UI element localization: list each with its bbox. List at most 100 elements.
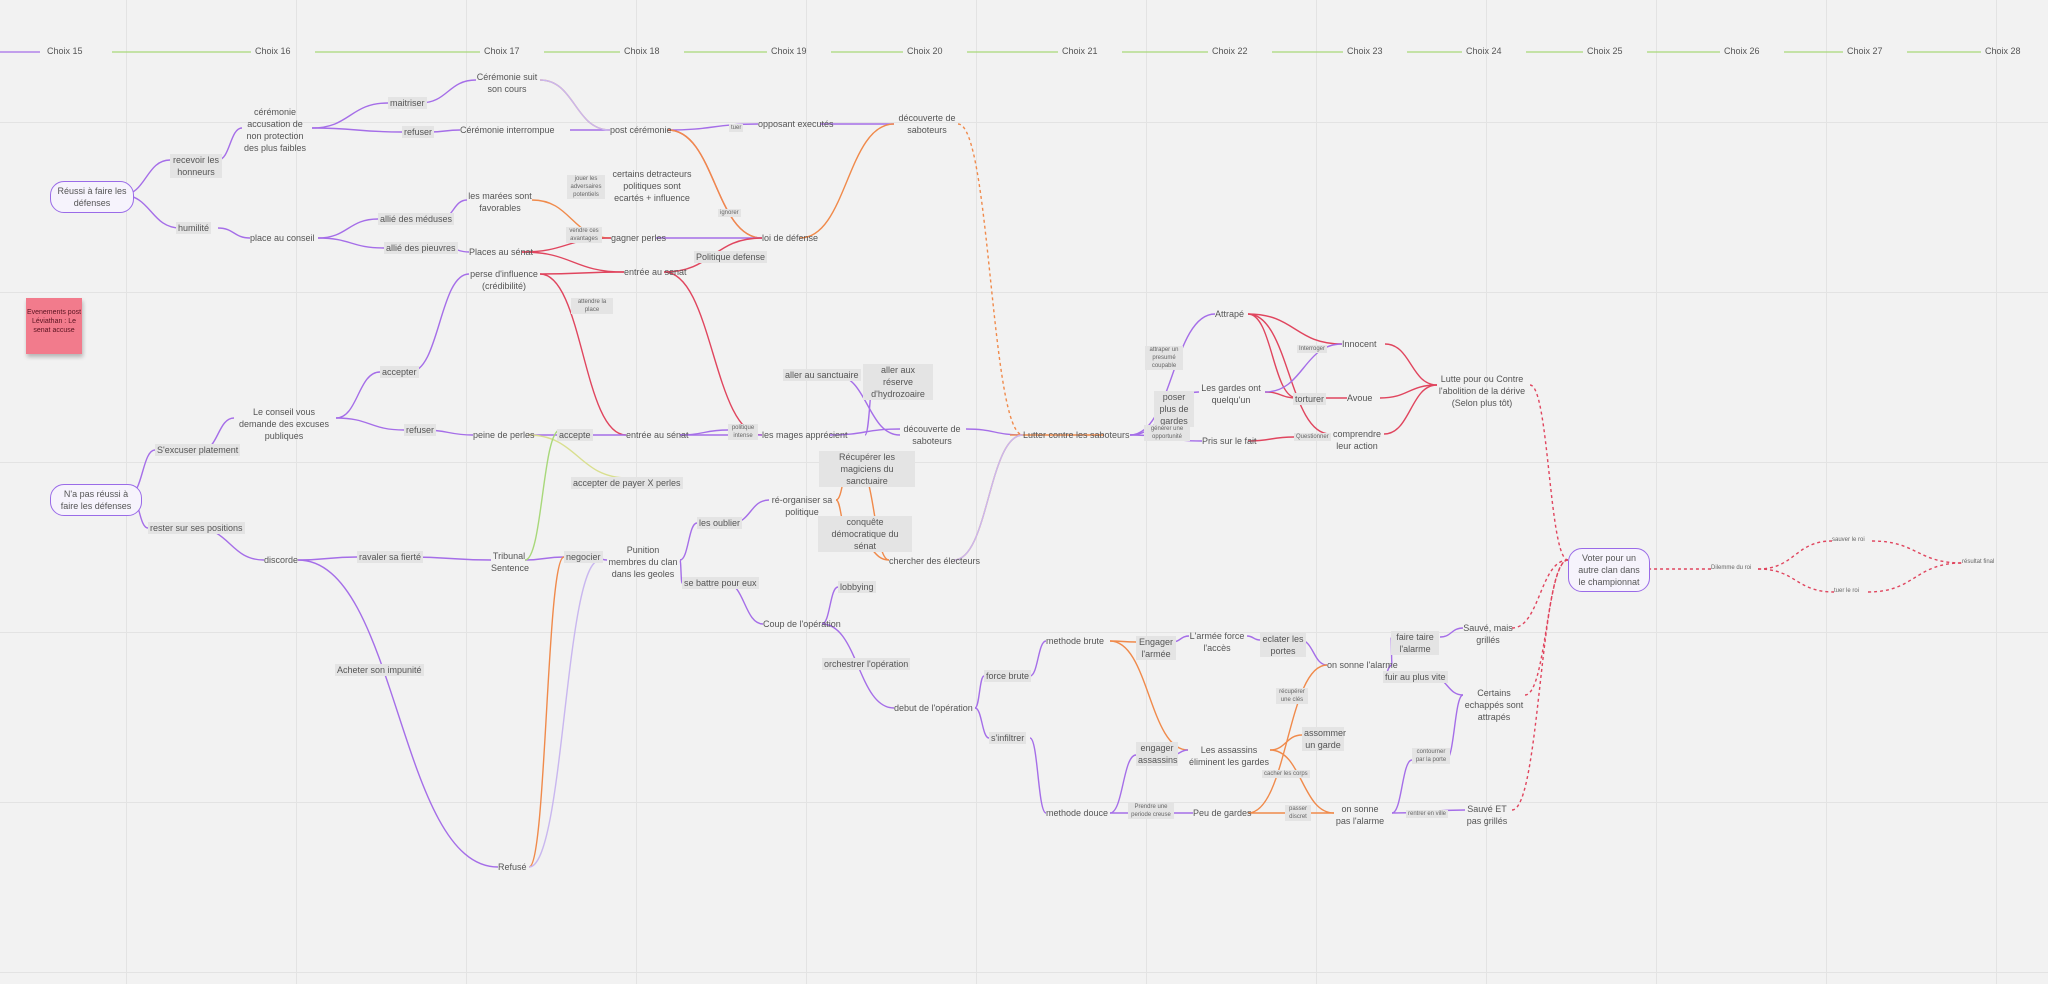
node-politique-intense[interactable]: politique intense <box>728 424 758 440</box>
node-ceremonie-acc[interactable]: cérémonie accusation de non protection d… <box>243 107 307 153</box>
node-loi-defense[interactable]: loi de défense <box>762 233 819 243</box>
node-mages-apprecient[interactable]: les mages apprécient <box>762 430 848 440</box>
node-debut-operation[interactable]: debut de l'opération <box>894 703 973 713</box>
node-aller-reserve[interactable]: aller aux réserve d'hydrozoaire <box>863 364 933 400</box>
node-place-conseil[interactable]: place au conseil <box>250 233 315 243</box>
node-fuir[interactable]: fuir au plus vite <box>1383 671 1448 683</box>
node-interroger[interactable]: Interroger <box>1297 345 1328 353</box>
node-eclater-portes[interactable]: eclater les portes <box>1260 633 1306 657</box>
node-attrape[interactable]: Attrapé <box>1215 309 1245 319</box>
node-discorde[interactable]: discorde <box>264 555 299 565</box>
node-allie-pieuvres[interactable]: allié des pieuvres <box>384 242 458 254</box>
node-cacher-corps[interactable]: cacher les corps <box>1262 770 1310 778</box>
node-lutter[interactable]: Lutter contre les saboteurs <box>1023 430 1130 440</box>
node-maitriser[interactable]: maitriser <box>388 97 427 109</box>
node-opposant-exec[interactable]: opposant executés <box>758 119 834 129</box>
node-ceremonie-suit[interactable]: Cérémonie suit son cours <box>476 72 538 94</box>
node-dilemme[interactable]: Dilemme du roi <box>1711 565 1752 571</box>
node-rester[interactable]: rester sur ses positions <box>148 522 245 534</box>
node-avoue[interactable]: Avoue <box>1347 393 1373 403</box>
node-attraper-presume[interactable]: attraper un presumé coupable <box>1145 346 1183 370</box>
node-torturer[interactable]: torturer <box>1293 393 1327 405</box>
node-allie-meduses[interactable]: allié des méduses <box>378 213 455 225</box>
sticky-note[interactable]: Evenements post Léviathan : Le senat acc… <box>26 298 82 354</box>
node-decouverte-sab1[interactable]: découverte de saboteurs <box>898 113 956 135</box>
node-sinfiltrer[interactable]: s'infiltrer <box>989 732 1027 744</box>
node-echec[interactable]: N'a pas réussi à faire les défenses <box>50 484 142 516</box>
node-refuse[interactable]: Refusé <box>498 862 527 872</box>
node-perse-influence[interactable]: perse d'influence (crédibilité) <box>470 269 538 291</box>
node-certains-echappes[interactable]: Certains echappés sont attrapés <box>1464 688 1524 722</box>
node-on-sonne[interactable]: on sonne l'alarme <box>1327 660 1398 670</box>
node-on-sonne-pas[interactable]: on sonne pas l'alarme <box>1335 804 1385 826</box>
node-tuer[interactable]: tuer <box>729 124 744 132</box>
node-contourner[interactable]: contourner par la porte <box>1412 748 1450 764</box>
node-entree-senat1[interactable]: entrée au senat <box>624 267 687 277</box>
node-refuser2[interactable]: refuser <box>404 424 437 436</box>
node-recuperer-cles[interactable]: récupérer une clés <box>1276 688 1308 704</box>
node-lobbying[interactable]: lobbying <box>838 581 876 593</box>
node-chercher-elect[interactable]: chercher des électeurs <box>889 556 981 566</box>
node-recevoir[interactable]: recevoir les honneurs <box>170 154 222 178</box>
node-conquete[interactable]: conquête démocratique du sénat <box>818 516 912 552</box>
node-methode-brute[interactable]: methode brute <box>1046 636 1105 646</box>
node-prendre-periode[interactable]: Prendre une periode creuse <box>1128 803 1174 819</box>
node-punition[interactable]: Punition membres du clan dans les geoles <box>608 545 678 579</box>
node-sauve-pas[interactable]: Sauvé ET pas grillés <box>1466 804 1508 826</box>
node-accepter-payer[interactable]: accepter de payer X perles <box>571 477 683 489</box>
node-peu-gardes[interactable]: Peu de gardes <box>1193 808 1252 818</box>
node-tribunal[interactable]: Tribunal Sentence <box>491 551 530 573</box>
node-reorganiser[interactable]: ré-organiser sa politique <box>771 495 833 517</box>
node-assassins-elim[interactable]: Les assassins éliminent les gardes <box>1188 745 1270 767</box>
node-post-ceremonie[interactable]: post cérémonie <box>610 125 672 135</box>
node-engager-assassins[interactable]: engager assassins <box>1136 742 1178 766</box>
node-politique-defense[interactable]: Politique defense <box>694 251 768 263</box>
node-jouer-adv[interactable]: jouer les adversaires potentiels <box>567 175 605 199</box>
node-certains-detr[interactable]: certains detracteurs politiques sont eca… <box>612 169 692 203</box>
node-excuser[interactable]: S'excuser platement <box>155 444 241 456</box>
node-ravaler[interactable]: ravaler sa fierté <box>357 551 424 563</box>
node-se-battre[interactable]: se battre pour eux <box>682 577 759 589</box>
node-entree-senat2[interactable]: entrée au sénat <box>626 430 689 440</box>
node-engager-armee[interactable]: Engager l'armée <box>1136 636 1176 660</box>
node-reussi[interactable]: Réussi à faire les défenses <box>50 181 134 213</box>
node-attendre-place[interactable]: attendre la place <box>571 298 613 314</box>
node-decouverte-sab2[interactable]: découverte de saboteurs <box>903 424 961 446</box>
node-gardes-ont[interactable]: Les gardes ont quelqu'un <box>1201 383 1261 405</box>
node-assommer[interactable]: assommer un garde <box>1302 727 1347 751</box>
node-pris-fait[interactable]: Pris sur le fait <box>1202 436 1257 446</box>
node-ignorer[interactable]: ignorer <box>718 209 741 217</box>
node-resultat[interactable]: résultat final <box>1962 559 1995 565</box>
node-coup-operation[interactable]: Coup de l'opération <box>763 619 841 629</box>
node-places-senat[interactable]: Places au sénat <box>469 247 534 257</box>
node-generer-opport[interactable]: générer une opportunité <box>1144 425 1190 441</box>
node-sauve-grilles[interactable]: Sauvé, mais grillés <box>1463 623 1513 645</box>
node-questionner[interactable]: Questionner <box>1294 433 1331 441</box>
node-vendre-avantages[interactable]: vendre ces avantages <box>566 227 602 243</box>
node-tuer-roi[interactable]: tuer le roi <box>1834 588 1860 594</box>
node-sauver-roi[interactable]: sauver le roi <box>1832 537 1865 543</box>
node-armee-force[interactable]: L'armée force l'accès <box>1189 631 1245 653</box>
node-humilite[interactable]: humilité <box>176 222 212 234</box>
node-accepte[interactable]: accepte <box>557 429 593 441</box>
node-poser-gardes[interactable]: poser plus de gardes <box>1154 391 1194 427</box>
node-rentrer-ville[interactable]: rentrer en ville <box>1406 810 1449 818</box>
node-recuperer-mag[interactable]: Récupérer les magiciens du sanctuaire <box>819 451 915 487</box>
node-negocier[interactable]: negocier <box>564 551 603 563</box>
node-conseil-demande[interactable]: Le conseil vous demande des excuses publ… <box>238 407 330 441</box>
node-peine-perles[interactable]: peine de perles <box>473 430 535 440</box>
node-passer-discret[interactable]: passer discret <box>1285 805 1311 821</box>
node-orchestrer[interactable]: orchestrer l'opération <box>822 658 911 670</box>
node-refuser1[interactable]: refuser <box>402 126 435 138</box>
node-innocent[interactable]: Innocent <box>1342 339 1377 349</box>
node-faire-taire[interactable]: faire taire l'alarme <box>1391 631 1439 655</box>
node-gagner-perles[interactable]: gagner perles <box>611 233 667 243</box>
node-les-oublier[interactable]: les oublier <box>697 517 743 529</box>
node-aller-sanctuaire[interactable]: aller au sanctuaire <box>783 369 861 381</box>
node-force-brute[interactable]: force brute <box>984 670 1032 682</box>
node-voter[interactable]: Voter pour un autre clan dans le champio… <box>1568 548 1650 592</box>
node-methode-douce[interactable]: methode douce <box>1046 808 1109 818</box>
node-comprendre[interactable]: comprendre leur action <box>1332 429 1382 451</box>
node-acheter[interactable]: Acheter son impunité <box>335 664 424 676</box>
node-accepter[interactable]: accepter <box>380 366 419 378</box>
